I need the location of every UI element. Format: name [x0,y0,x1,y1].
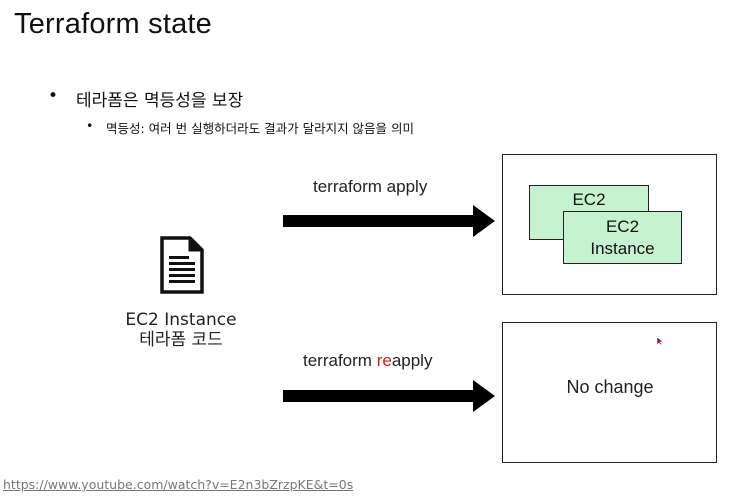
code-label-line1: EC2 Instance [125,310,237,330]
apply-label: terraform apply [313,177,428,196]
ec2-front-line2: Instance [590,239,655,258]
ec2-front-line1: EC2 [605,217,640,236]
document-icon [160,236,204,294]
reapply-arrow-icon [283,380,495,412]
ec2-back-line1: EC2 [572,190,606,209]
mouse-cursor-icon [656,336,664,346]
reapply-result-box [502,322,717,463]
reapply-label-suffix: apply [391,351,433,370]
ec2-instance-front: EC2 Instance [563,211,682,264]
reapply-label: terraform reapply [303,351,432,371]
terraform-code-label: EC2 Instance 테라폼 코드 [100,310,262,350]
apply-arrow-icon [283,205,495,237]
code-label-line2: 테라폼 코드 [139,330,223,350]
bullet-marker: • [48,86,59,106]
slide-title: Terraform state [14,8,212,40]
reapply-label-highlight: re [376,351,392,370]
no-change-text: No change [566,377,654,397]
source-url-link[interactable]: https://www.youtube.com/watch?v=E2n3bZrz… [3,477,354,492]
bullet-marker: • [86,118,94,133]
bullet-text: 멱등성: 여러 번 실행하더라도 결과가 달라지지 않음을 의미 [106,121,415,136]
reapply-label-prefix: terraform [303,351,377,370]
bullet-text: 테라폼은 멱등성을 보장 [76,91,244,111]
